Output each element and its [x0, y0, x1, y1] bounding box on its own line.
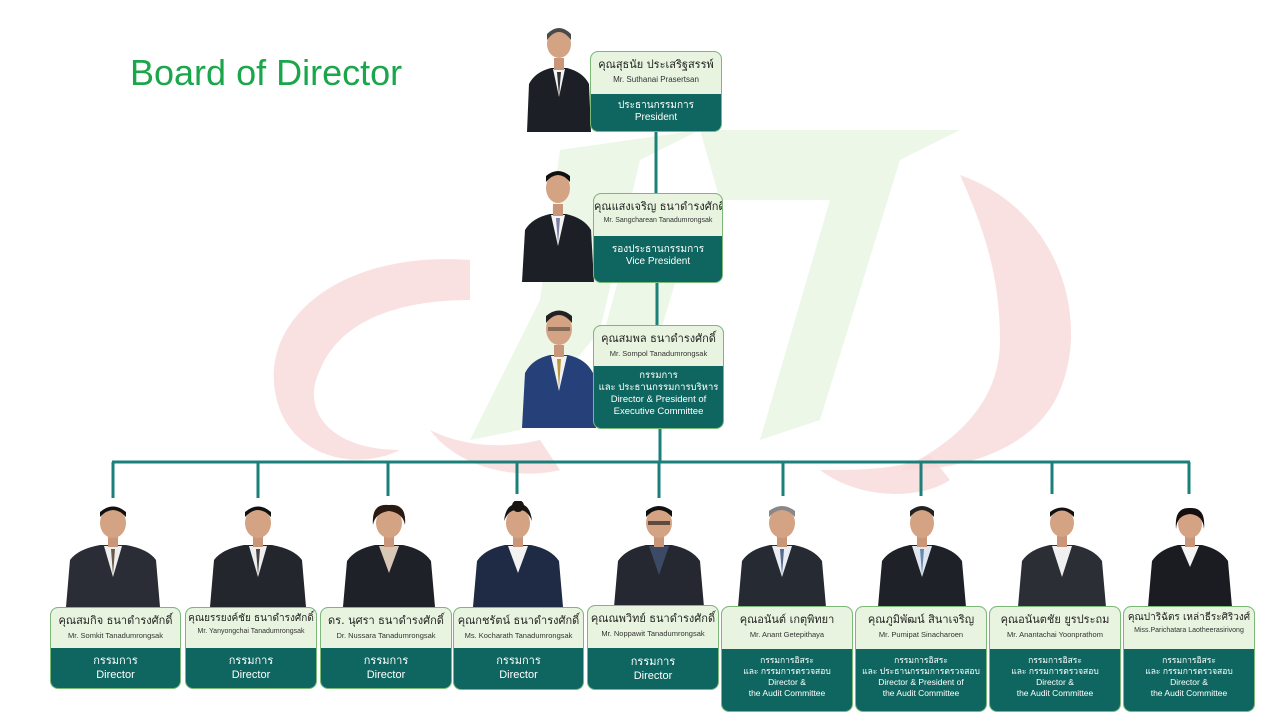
director-9-name-en: Miss.Parichatara Laotheerasirivong — [1134, 627, 1244, 634]
director-1-card: คุณสมกิจ ธนาดำรงศักดิ์ Mr. Somkit Tanadum… — [50, 607, 181, 689]
director-4-name-en: Ms. Kocharath Tanadumrongsak — [464, 631, 573, 640]
director-2-card: คุณยรรยงค์ชัย ธนาดำรงศักดิ์ Mr. Yanyongch… — [185, 607, 317, 689]
director-4-card: คุณกชรัตน์ ธนาดำรงศักดิ์ Ms. Kocharath Ta… — [453, 607, 584, 690]
director-3-name-th: ดร. นุศรา ธนาดำรงศักดิ์ — [328, 614, 444, 627]
director-3-card: ดร. นุศรา ธนาดำรงศักดิ์ Dr. Nussara Tanad… — [320, 607, 452, 689]
president-name-en: Mr. Suthanai Prasertsan — [613, 75, 699, 84]
vice-president-card: คุณแสงเจริญ ธนาดำรงศักดิ์ Mr. Sangcharea… — [593, 193, 723, 283]
executive-president-photo — [522, 310, 596, 428]
director-5-name-th: คุณณพวิทย์ ธนาดำรงศักดิ์ — [590, 612, 716, 625]
director-6-card: คุณอนันต์ เกตุพิทยา Mr. Anant Getepithaya… — [721, 606, 853, 712]
president-photo — [527, 28, 591, 132]
president-name-th: คุณสุธนัย ประเสริฐสรรพ์ — [598, 58, 714, 71]
director-3-name-en: Dr. Nussara Tanadumrongsak — [336, 631, 436, 640]
director-5-name-en: Mr. Noppawit Tanadumrongsak — [601, 629, 705, 638]
director-6-name-en: Mr. Anant Getepithaya — [749, 630, 825, 639]
director-7-photo — [878, 506, 966, 607]
director-1-photo — [66, 506, 160, 607]
director-6-photo — [738, 506, 826, 607]
director-5-card: คุณณพวิทย์ ธนาดำรงศักดิ์ Mr. Noppawit Tan… — [587, 605, 719, 690]
director-3-photo — [343, 504, 435, 607]
director-2-name-th: คุณยรรยงค์ชัย ธนาดำรงศักดิ์ — [188, 613, 314, 624]
director-6-name-th: คุณอนันต์ เกตุพิทยา — [739, 613, 835, 626]
executive-president-role: กรรมการและ ประธานกรรมการบริหาร Director … — [598, 370, 719, 417]
director-8-card: คุณอนันตชัย ยูรประถม Mr. Anantachai Yoonp… — [989, 606, 1121, 712]
vice-president-name-en: Mr. Sangcharean Tanadumrongsak — [603, 217, 713, 224]
executive-president-name-en: Mr. Sompol Tanadumrongsak — [609, 349, 708, 358]
vice-president-name-th: คุณแสงเจริญ ธนาดำรงศักดิ์ — [594, 200, 723, 213]
director-4-photo — [473, 501, 563, 607]
page-title: Board of Director — [130, 52, 403, 93]
director-7-name-th: คุณภูมิพัฒน์ สินาเจริญ — [867, 613, 975, 626]
vice-president-photo — [522, 171, 594, 282]
director-9-card: คุณปาริฉัตร เหล่าธีระศิริวงศ์ Miss.Parich… — [1123, 606, 1255, 712]
executive-president-name-th: คุณสมพล ธนาดำรงศักดิ์ — [601, 332, 716, 345]
director-2-name-en: Mr. Yanyongchai Tanadumrongsak — [197, 628, 305, 635]
director-1-name-en: Mr. Somkit Tanadumrongsak — [68, 631, 163, 640]
director-5-photo — [614, 506, 704, 607]
director-7-name-en: Mr. Pumipat Sinacharoen — [878, 630, 964, 639]
president-card: คุณสุธนัย ประเสริฐสรรพ์ Mr. Suthanai Pra… — [590, 51, 722, 132]
director-1-name-th: คุณสมกิจ ธนาดำรงศักดิ์ — [58, 614, 173, 627]
director-8-photo — [1018, 507, 1106, 607]
director-4-name-th: คุณกชรัตน์ ธนาดำรงศักดิ์ — [457, 614, 580, 627]
director-8-name-th: คุณอนันตชัย ยูรประถม — [1000, 613, 1110, 626]
director-8-name-en: Mr. Anantachai Yoonprathom — [1007, 630, 1103, 639]
director-2-photo — [210, 506, 306, 607]
executive-president-card: คุณสมพล ธนาดำรงศักดิ์ Mr. Sompol Tanadum… — [593, 325, 724, 429]
director-9-name-th: คุณปาริฉัตร เหล่าธีระศิริวงศ์ — [1127, 612, 1251, 623]
director-9-photo — [1148, 507, 1232, 607]
director-7-card: คุณภูมิพัฒน์ สินาเจริญ Mr. Pumipat Sinach… — [855, 606, 987, 712]
